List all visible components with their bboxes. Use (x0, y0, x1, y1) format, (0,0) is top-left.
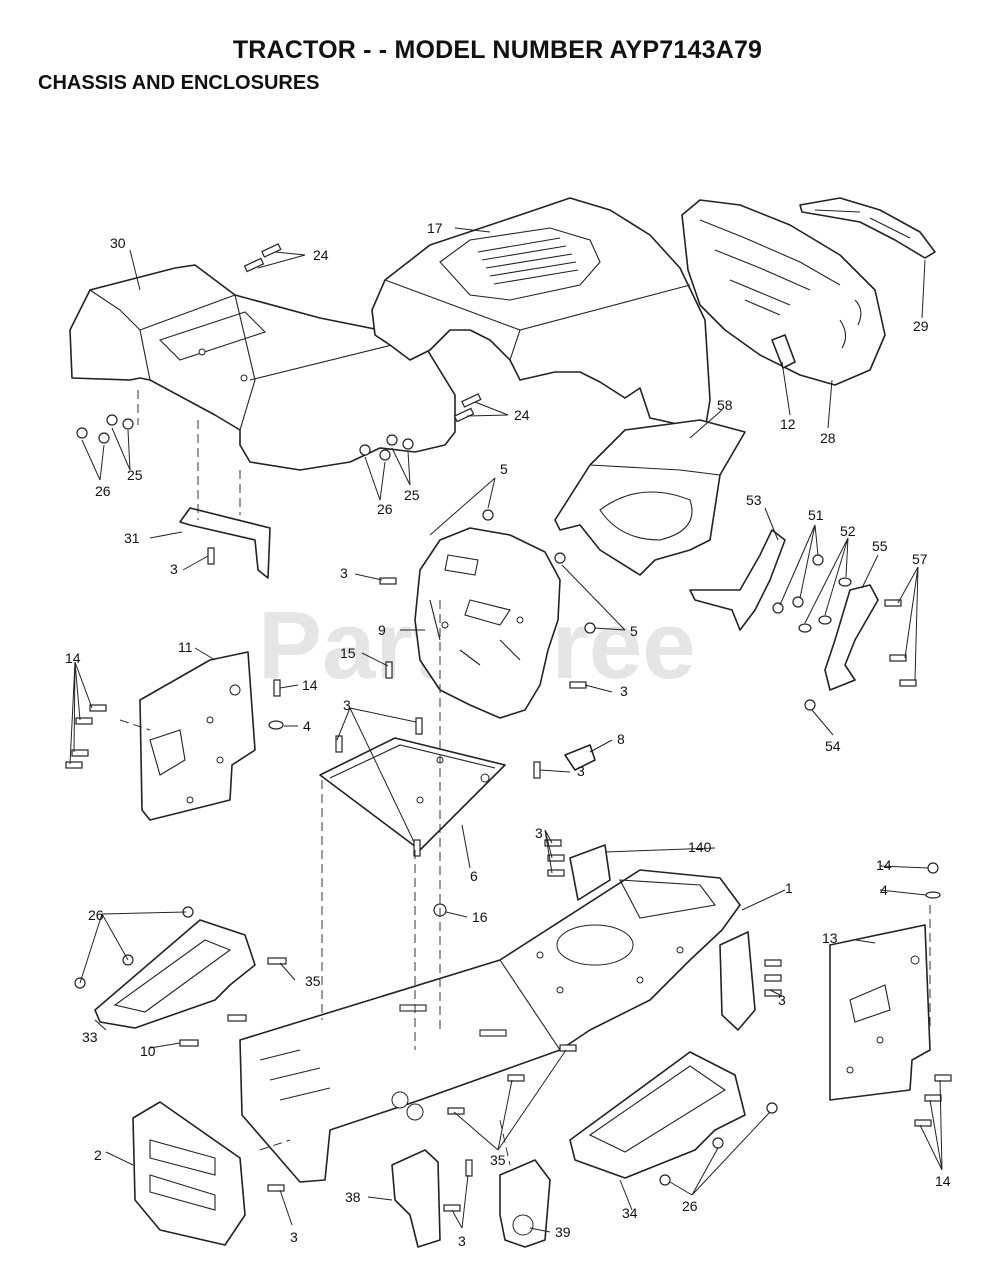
callout-26-b: 26 (377, 501, 393, 517)
callout-9: 9 (378, 622, 386, 638)
callout-57: 57 (912, 551, 928, 567)
part-front-bracket (719, 931, 756, 1031)
callout-25-a: 25 (127, 467, 143, 483)
callout-3-d: 3 (343, 697, 351, 713)
part-33-left-footrest (94, 919, 256, 1029)
callout-1: 1 (785, 880, 793, 896)
part-58-dash-panel (554, 419, 746, 576)
hardware (65, 243, 952, 1212)
callout-3-b: 3 (340, 565, 348, 581)
leader-lines (69, 227, 943, 1233)
callout-14-b: 14 (302, 677, 318, 693)
callout-28: 28 (820, 430, 836, 446)
alignment-lines (119, 390, 931, 1166)
part-34-right-footrest (569, 1051, 746, 1179)
page-title: TRACTOR - - MODEL NUMBER AYP7143A79 (232, 36, 763, 64)
callout-15: 15 (340, 645, 356, 661)
part-9-dash-enclosure (414, 527, 561, 719)
part-38-bracket (391, 1149, 441, 1248)
callout-4-a: 4 (303, 718, 311, 734)
callout-55: 55 (872, 538, 888, 554)
callout-35-a: 35 (305, 973, 321, 989)
part-29-grille (799, 197, 936, 259)
callout-54: 54 (825, 738, 841, 754)
callout-8: 8 (617, 731, 625, 747)
callout-13: 13 (822, 930, 838, 946)
part-6-plate (319, 737, 506, 851)
part-2-plate (132, 1101, 246, 1246)
part-17-hood (371, 197, 711, 431)
callout-17: 17 (427, 220, 443, 236)
callout-39: 39 (555, 1224, 571, 1240)
callout-3-a: 3 (170, 561, 178, 577)
callout-10: 10 (140, 1043, 156, 1059)
callout-25-b: 25 (404, 487, 420, 503)
part-1-chassis-frame (239, 869, 741, 1183)
callout-140: 140 (688, 839, 712, 855)
callout-16: 16 (472, 909, 488, 925)
callout-24-a: 24 (313, 247, 329, 263)
callout-29: 29 (913, 318, 929, 334)
callout-labels: 1 2 3 3 3 3 3 3 3 3 3 4 4 5 5 6 8 9 10 1… (65, 220, 951, 1249)
callout-3-h: 3 (290, 1229, 298, 1245)
callout-35-b: 35 (490, 1152, 506, 1168)
callout-24-b: 24 (514, 407, 530, 423)
callout-58: 58 (717, 397, 733, 413)
callout-3-e: 3 (577, 763, 585, 779)
callout-53: 53 (746, 492, 762, 508)
part-39-bracket (499, 1159, 551, 1248)
callout-2: 2 (94, 1147, 102, 1163)
callout-5-a: 5 (500, 461, 508, 477)
section-subtitle: CHASSIS AND ENCLOSURES (38, 72, 320, 94)
callout-30: 30 (110, 235, 126, 251)
callout-3-i: 3 (458, 1233, 466, 1249)
callout-38: 38 (345, 1189, 361, 1205)
callout-3-g: 3 (778, 992, 786, 1008)
callout-3-f: 3 (535, 825, 543, 841)
callout-52: 52 (840, 523, 856, 539)
callout-14-a: 14 (65, 650, 81, 666)
part-31-bracket (179, 507, 271, 579)
callout-3-c: 3 (620, 683, 628, 699)
callout-26-a: 26 (95, 483, 111, 499)
callout-6: 6 (470, 868, 478, 884)
callout-31: 31 (124, 530, 140, 546)
callout-51: 51 (808, 507, 824, 523)
part-55-bracket (824, 584, 879, 691)
callout-11: 11 (178, 639, 193, 655)
part-53-bracket (689, 529, 786, 631)
callout-14-d: 14 (935, 1173, 951, 1189)
callout-12: 12 (780, 416, 796, 432)
callout-5-b: 5 (630, 623, 638, 639)
part-13-right-side-panel (829, 924, 931, 1101)
part-11-left-side-panel (139, 651, 256, 821)
callout-14-c: 14 (876, 857, 892, 873)
callout-26-d: 26 (682, 1198, 698, 1214)
part-28-side-panel (681, 199, 886, 386)
callout-34: 34 (622, 1205, 638, 1221)
callout-4-b: 4 (880, 882, 888, 898)
part-140-bracket (569, 844, 611, 901)
callout-26-c: 26 (88, 907, 104, 923)
callout-33: 33 (82, 1029, 98, 1045)
